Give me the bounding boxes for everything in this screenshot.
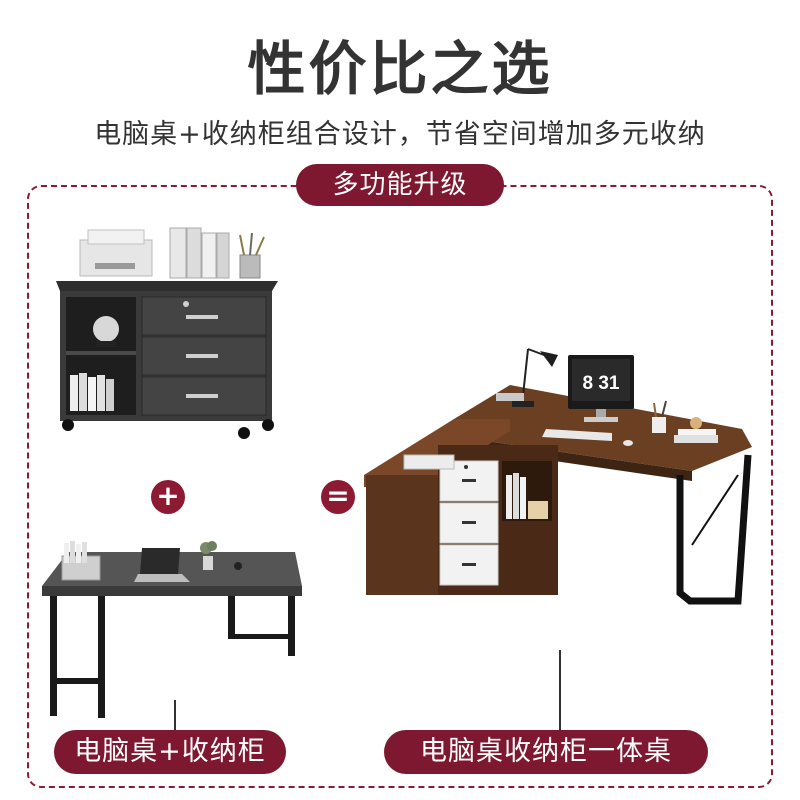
- page-title: 性价比之选: [247, 35, 553, 103]
- pointer-line-right: [559, 650, 561, 738]
- pointer-line-left: [174, 700, 176, 738]
- file-cabinet-image: [56, 227, 278, 439]
- computer-desk-image: [42, 541, 302, 718]
- label-integrated-desk: 电脑桌收纳柜一体桌: [384, 730, 708, 774]
- plus-sign: +: [151, 480, 185, 514]
- page-subtitle: 电脑桌+收纳柜组合设计，节省空间增加多元收纳: [94, 119, 706, 150]
- feature-badge: 多功能升级: [296, 164, 504, 206]
- l-shaped-desk-image: 8 31: [364, 348, 752, 605]
- label-desk-plus-cabinet: 电脑桌+收纳柜: [54, 730, 286, 774]
- monitor-clock: 8 31: [583, 373, 620, 394]
- equals-sign: =: [321, 480, 355, 514]
